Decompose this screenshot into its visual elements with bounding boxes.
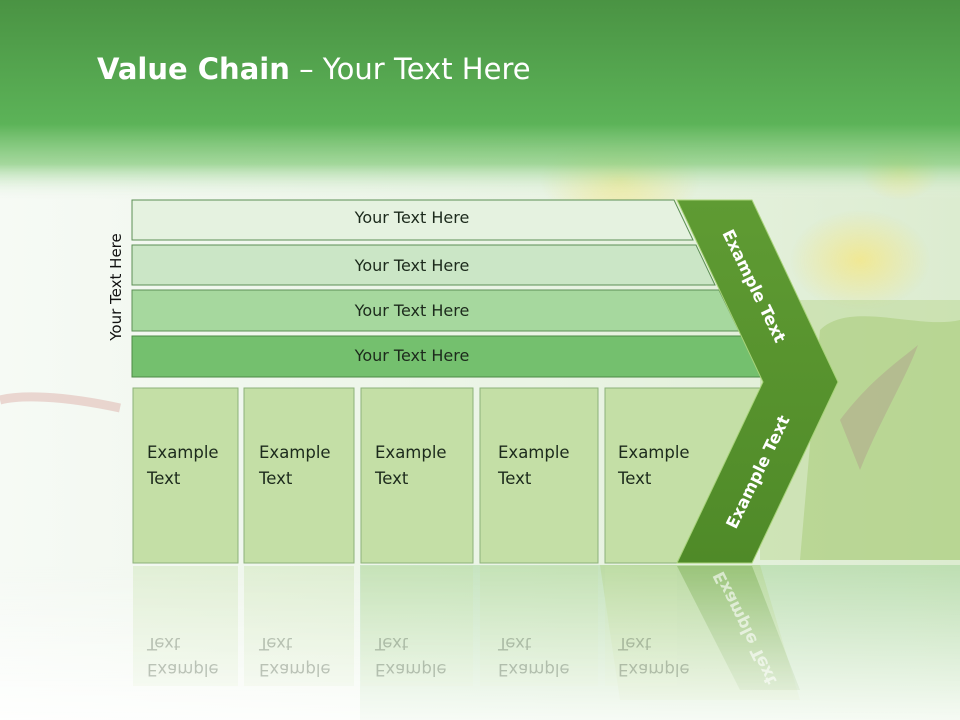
card-1-reflection: Example Text [147, 630, 219, 682]
card-1-line2: Text [147, 469, 181, 488]
side-label: Your Text Here [107, 233, 125, 341]
card-3-line2: Text [375, 469, 409, 488]
band-1 [131, 199, 694, 241]
card-3-reflection-line2: Text [375, 634, 409, 653]
title-rest: – Your Text Here [289, 52, 531, 86]
card-5-line2: Text [618, 469, 652, 488]
card-5-reflection-line1: Example [618, 660, 690, 679]
card-2-reflection: Example Text [259, 630, 331, 682]
card-1-reflection-line2: Text [147, 634, 181, 653]
card-3-reflection-line1: Example [375, 660, 447, 679]
card-5-reflection: Example Text [618, 630, 690, 682]
card-2-line1: Example [259, 443, 331, 462]
card-4-line1: Example [498, 443, 570, 462]
band-2-label: Your Text Here [354, 256, 470, 275]
band-4-label: Your Text Here [354, 346, 470, 365]
page-title: Value Chain – Your Text Here [97, 52, 531, 86]
card-3-line1: Example [375, 443, 447, 462]
card-2-line2: Text [259, 469, 293, 488]
card-4-reflection: Example Text [498, 630, 570, 682]
card-4 [479, 387, 599, 564]
card-2-reflection-line1: Example [259, 660, 331, 679]
band-1-label: Your Text Here [354, 208, 470, 227]
band-3-label: Your Text Here [354, 301, 470, 320]
card-1-line1: Example [147, 443, 219, 462]
card-2 [243, 387, 355, 564]
card-3-reflection: Example Text [375, 630, 447, 682]
card-4-reflection-line1: Example [498, 660, 570, 679]
card-4-reflection-line2: Text [498, 634, 532, 653]
card-1 [132, 387, 239, 564]
card-5-reflection-line2: Text [618, 634, 652, 653]
card-4-line2: Text [498, 469, 532, 488]
card-5-line1: Example [618, 443, 690, 462]
card-1-reflection-line1: Example [147, 660, 219, 679]
value-chevron [676, 199, 839, 564]
card-3 [360, 387, 474, 564]
band-2 [131, 244, 716, 286]
title-bold: Value Chain [97, 52, 290, 86]
card-2-reflection-line2: Text [259, 634, 293, 653]
